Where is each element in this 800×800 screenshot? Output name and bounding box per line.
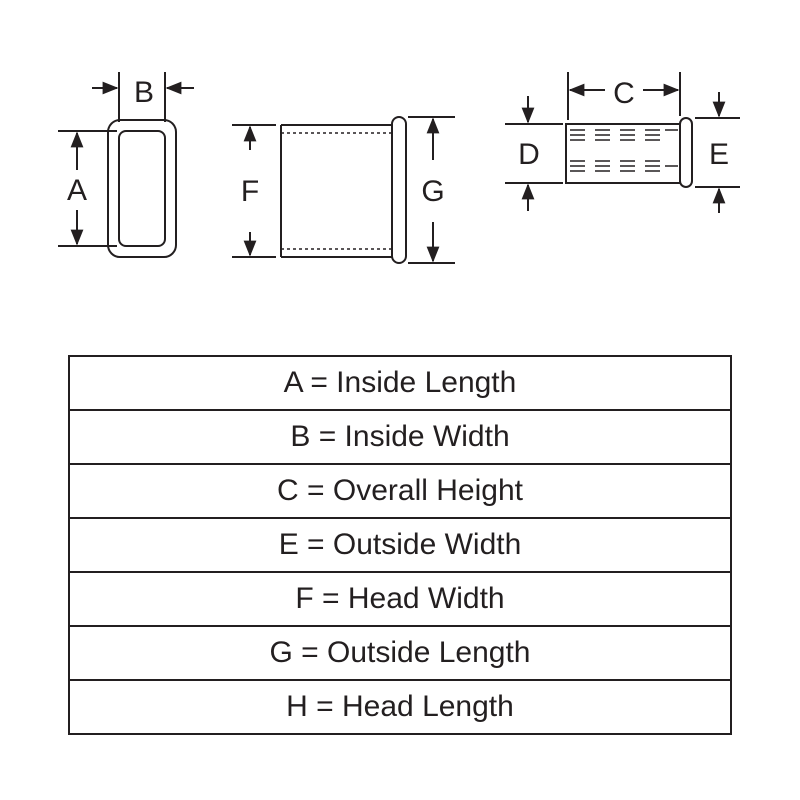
- dimension-label-e: E: [709, 138, 729, 171]
- legend-cell: C = Overall Height: [68, 463, 732, 519]
- dimension-label-d: D: [518, 138, 540, 171]
- legend-cell: G = Outside Length: [68, 625, 732, 681]
- legend-row: H = Head Length: [68, 679, 732, 735]
- dimension-label-g: G: [421, 175, 444, 208]
- legend-cell: H = Head Length: [68, 679, 732, 735]
- legend-row: F = Head Width: [68, 571, 732, 627]
- dimension-label-c: C: [613, 77, 635, 110]
- legend-cell: B = Inside Width: [68, 409, 732, 465]
- legend-cell: F = Head Width: [68, 571, 732, 627]
- dimension-diagram: B A F G: [58, 72, 740, 264]
- legend-row: G = Outside Length: [68, 625, 732, 681]
- dimension-label-a: A: [67, 174, 87, 207]
- top-view-drawing: [58, 72, 194, 258]
- side-view-drawing: [232, 116, 455, 264]
- legend-row: B = Inside Width: [68, 409, 732, 465]
- dimension-label-f: F: [241, 175, 259, 208]
- legend-row: A = Inside Length: [68, 355, 732, 411]
- legend-row: C = Overall Height: [68, 463, 732, 519]
- dimension-legend-table: A = Inside Length B = Inside Width C = O…: [68, 355, 732, 735]
- legend-row: E = Outside Width: [68, 517, 732, 573]
- end-view-drawing: [505, 72, 740, 213]
- legend-cell: E = Outside Width: [68, 517, 732, 573]
- dimension-label-b: B: [134, 76, 154, 109]
- legend-cell: A = Inside Length: [68, 355, 732, 411]
